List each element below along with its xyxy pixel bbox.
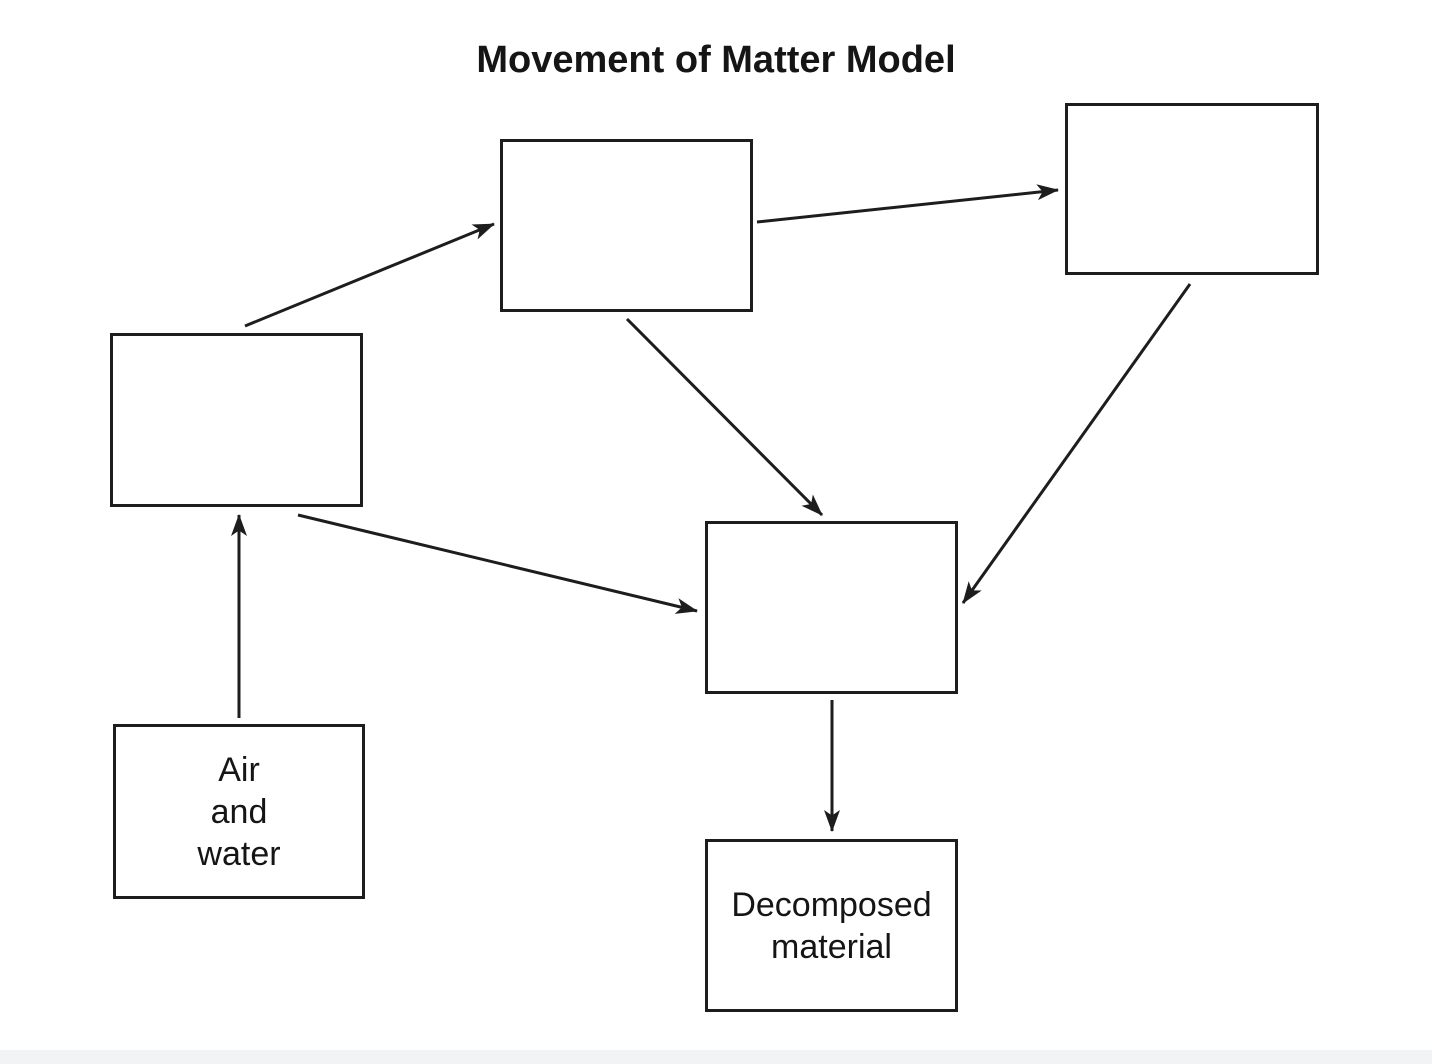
arrow-topmiddle-to-center (625, 317, 824, 517)
arrow-middleleft-to-topmiddle (244, 222, 495, 328)
box-air-and-water-line: and (210, 792, 268, 831)
box-air-and-water: Air and water (113, 724, 365, 899)
box-air-and-water-line: Air (218, 750, 260, 789)
box-decomposed-material-line: Decomposed (731, 885, 932, 924)
box-decomposed-material: Decomposed material (705, 839, 958, 1012)
box-center-empty (705, 521, 958, 694)
diagram-title: Movement of Matter Model (476, 39, 956, 81)
box-air-and-water-line: water (197, 834, 281, 873)
arrow-topright-to-center (961, 283, 1192, 604)
box-top-right-empty (1065, 103, 1319, 275)
box-middle-left-empty (110, 333, 363, 507)
arrow-topmiddle-to-topright (756, 184, 1059, 224)
arrow-middleleft-to-center (297, 513, 698, 614)
box-top-middle-empty (500, 139, 753, 312)
footer-strip (0, 1050, 1432, 1064)
box-decomposed-material-line: material (771, 927, 892, 966)
